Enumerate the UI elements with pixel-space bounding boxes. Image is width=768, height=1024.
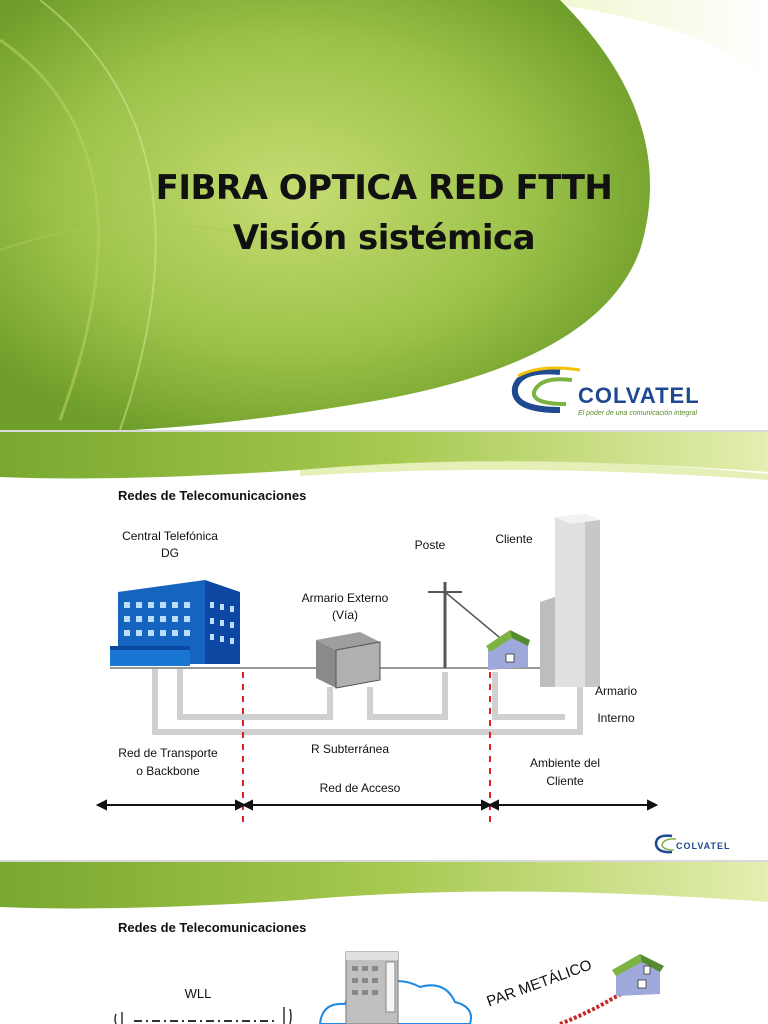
label-ambiente: Ambiente del [529, 756, 601, 770]
span-arrows [95, 799, 659, 811]
label-armario-interno-1: Armario [594, 684, 637, 698]
label-armario-externo: Armario Externo [301, 591, 389, 605]
slide-network-partial: Redes de Telecomunicaciones [0, 862, 768, 1024]
boundary-lines [242, 672, 491, 827]
slide-title-line1: FIBRA OPTICA RED FTTH [155, 168, 613, 208]
colvatel-logo-icon [511, 366, 581, 413]
label-via: (Vía) [331, 608, 358, 622]
building-central-icon [110, 580, 240, 666]
label-acceso: Red de Acceso [319, 781, 401, 795]
label-transporte: Red de Transporte [118, 746, 218, 760]
pole-icon [428, 582, 506, 668]
slide2-background [0, 432, 768, 480]
house-icon [486, 630, 530, 670]
label-armario-interno-2: Interno [597, 711, 635, 725]
slide-divider [0, 430, 768, 432]
label-central: Central Telefónica [122, 529, 218, 543]
cabinet-external-icon [316, 632, 381, 689]
building-icon [345, 951, 399, 1024]
logo-tagline: El poder de una comunicación integral [578, 410, 698, 417]
slide-header: Redes de Telecomunicaciones [118, 488, 307, 503]
copper-cable [559, 985, 634, 1024]
network-diagram-partial [114, 951, 664, 1024]
label-backbone: o Backbone [136, 764, 200, 778]
small-logo-text: COLVATEL [676, 841, 731, 851]
label-cliente: Cliente [495, 532, 533, 546]
label-poste: Poste [414, 538, 446, 552]
network-diagram [95, 514, 659, 827]
colvatel-small-logo-icon [654, 834, 677, 854]
label-dg: DG [161, 546, 179, 560]
logo-text: COLVATEL [578, 383, 700, 408]
slide1-background [0, 0, 768, 430]
slide-title: FIBRA OPTICA RED FTTH Visión sistémica C… [0, 0, 768, 430]
slide-title-line2: Visión sistémica [232, 218, 536, 258]
slide3-background [0, 862, 768, 909]
label-wll: WLL [184, 986, 212, 1001]
slide-divider [0, 860, 768, 862]
label-subterranea: R Subterránea [310, 742, 390, 756]
house-icon [612, 954, 664, 996]
building-client-icon [540, 514, 600, 687]
slide-header: Redes de Telecomunicaciones [118, 920, 307, 935]
slide-network-diagram: Redes de Telecomunicaciones [0, 432, 768, 860]
antenna-icon [114, 1007, 292, 1024]
label-cliente-ambiente: Cliente [546, 774, 584, 788]
